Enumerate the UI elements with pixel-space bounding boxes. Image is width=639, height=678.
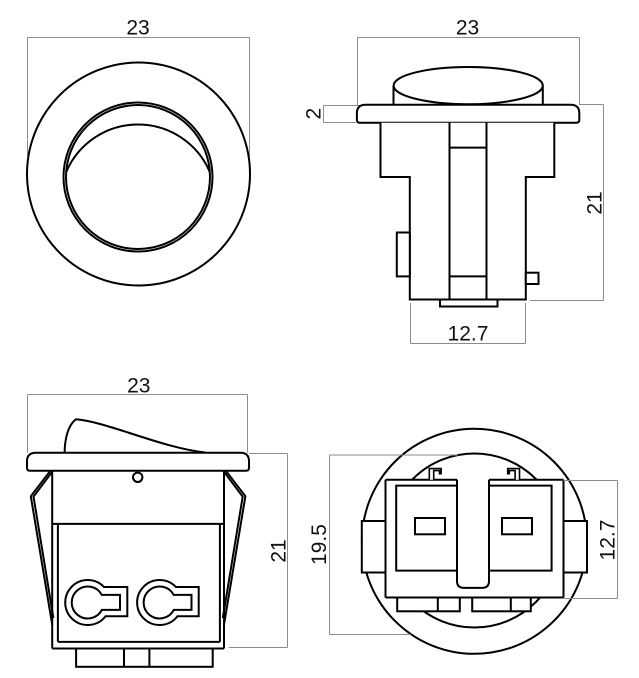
svg-text:21: 21 [584,191,607,214]
svg-text:23: 23 [456,16,479,39]
svg-text:23: 23 [126,16,149,39]
svg-text:21: 21 [267,539,290,562]
svg-text:23: 23 [127,375,150,398]
svg-text:2: 2 [303,108,326,120]
svg-text:19.5: 19.5 [308,524,331,565]
svg-text:12.7: 12.7 [596,520,619,561]
svg-text:12.7: 12.7 [448,323,489,346]
